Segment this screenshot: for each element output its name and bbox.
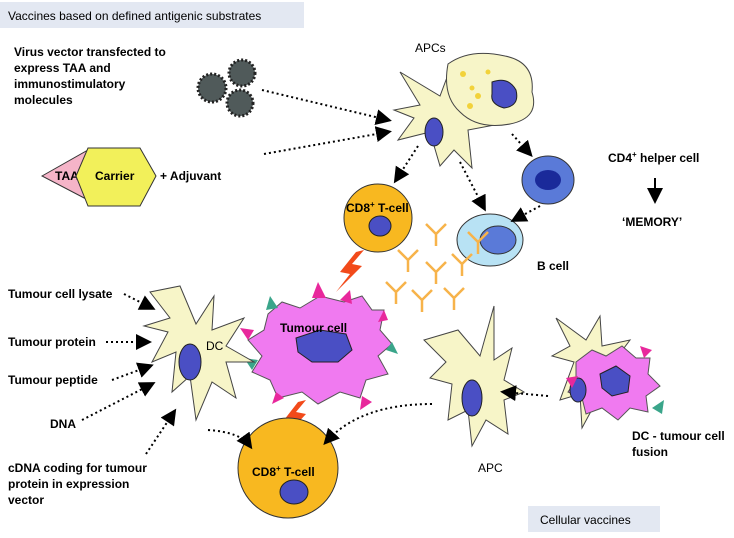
bolt-icon-top: [336, 250, 364, 292]
macrophage-nucleus: [491, 79, 518, 109]
arrow-fusion-to-apc: [500, 385, 549, 402]
arrow-dna: [81, 382, 156, 421]
cd8-top-label: CD8+ T-cell: [346, 200, 409, 215]
antibody-icon: [467, 231, 489, 254]
protein-label: Tumour protein: [8, 335, 96, 349]
antibody-icon: [385, 281, 407, 304]
antibody-icon: [443, 287, 465, 310]
arrow-apc-to-cd8: [323, 403, 433, 445]
b-cell-nucleus: [479, 225, 517, 255]
virus-icon: [227, 58, 257, 88]
spike-icon: [640, 346, 652, 358]
header-bottom: Cellular vaccines: [540, 513, 631, 527]
arrow-peptide: [111, 362, 154, 381]
arrow-carrier-to-apc: [263, 126, 392, 155]
tumour-cell-label: Tumour cell: [280, 321, 347, 335]
cd8-bottom-label: CD8+ T-cell: [252, 464, 315, 479]
dc-nucleus: [178, 343, 202, 381]
antibody-icon: [411, 289, 433, 312]
arrow-macrophage-to-helper: [511, 133, 533, 157]
peptide-label: Tumour peptide: [8, 373, 98, 387]
virus-particles: [196, 58, 257, 118]
lysate-label: Tumour cell lysate: [8, 287, 113, 301]
virus-icon: [196, 72, 228, 104]
adjuvant-label: + Adjuvant: [160, 169, 221, 183]
arrow-lysate: [123, 293, 156, 310]
fusion-nucleus: [599, 365, 631, 397]
arrow-cdna: [145, 408, 177, 455]
spike-icon: [266, 296, 278, 310]
memory-label: ‘MEMORY’: [622, 215, 682, 229]
taa-label: TAA: [55, 169, 79, 183]
virus-vector-label-2: express TAA and: [14, 61, 111, 75]
arrow-dc-to-cd8: [207, 429, 253, 450]
spike-icon: [378, 310, 388, 322]
antibody-icon: [425, 261, 447, 284]
cd4-label: CD4+ helper cell: [608, 150, 699, 165]
granule-icon: [460, 71, 466, 77]
arrow-apc-to-bcell: [459, 161, 486, 212]
granule-icon: [475, 93, 481, 99]
header-box-bottom: [528, 506, 660, 532]
apc-top-nucleus: [424, 117, 444, 147]
apc-right-nucleus: [461, 379, 483, 417]
antibody-icon: [397, 249, 419, 272]
fusion-label-2: fusion: [632, 445, 668, 459]
tumour-nucleus: [295, 329, 353, 363]
cd8-tcell-bottom-nucleus: [279, 479, 309, 505]
cdna-label-2: protein in expression: [8, 477, 129, 491]
apcs-label: APCs: [415, 41, 446, 55]
spike-icon: [312, 282, 326, 298]
virus-icon: [225, 88, 255, 118]
arrow-apc-to-cd8: [393, 145, 419, 184]
antibody-icon: [425, 223, 447, 246]
apc-label: APC: [478, 461, 503, 475]
granule-icon: [469, 85, 475, 91]
dc-label: DC: [206, 339, 224, 353]
cd8-tcell-bottom: [237, 417, 339, 519]
cd8-tcell-top-nucleus: [368, 215, 392, 237]
arrow-helper-to-bcell: [510, 205, 541, 222]
virus-vector-label-4: molecules: [14, 93, 73, 107]
apc-right-cell: [423, 305, 526, 448]
header-box-top: [0, 2, 304, 28]
fusion-label-1: DC - tumour cell: [632, 429, 725, 443]
spike-icon: [386, 342, 398, 354]
virus-vector-label-1: Virus vector transfected to: [14, 45, 166, 59]
spike-icon: [360, 396, 372, 410]
virus-vector-label-3: immunostimulatory: [14, 77, 126, 91]
dna-label: DNA: [50, 417, 76, 431]
spike-icon: [566, 376, 578, 388]
granule-icon: [467, 103, 473, 109]
spike-icon: [272, 392, 284, 404]
antibody-icon: [451, 253, 473, 276]
cd4-helper-nucleus: [535, 170, 561, 190]
carrier-label: Carrier: [95, 169, 135, 183]
b-cell-label: B cell: [537, 259, 569, 273]
header-top: Vaccines based on defined antigenic subs…: [8, 9, 261, 23]
granule-icon: [485, 69, 491, 75]
spike-icon: [652, 400, 664, 414]
cdna-label-3: vector: [8, 493, 44, 507]
spike-icon: [240, 328, 254, 340]
carrier-hexagon-icon: [75, 147, 157, 207]
antibodies: [385, 223, 489, 312]
spike-icon: [340, 290, 352, 304]
cdna-label-1: cDNA coding for tumour: [8, 461, 147, 475]
arrow-virus-to-apc: [261, 89, 392, 126]
